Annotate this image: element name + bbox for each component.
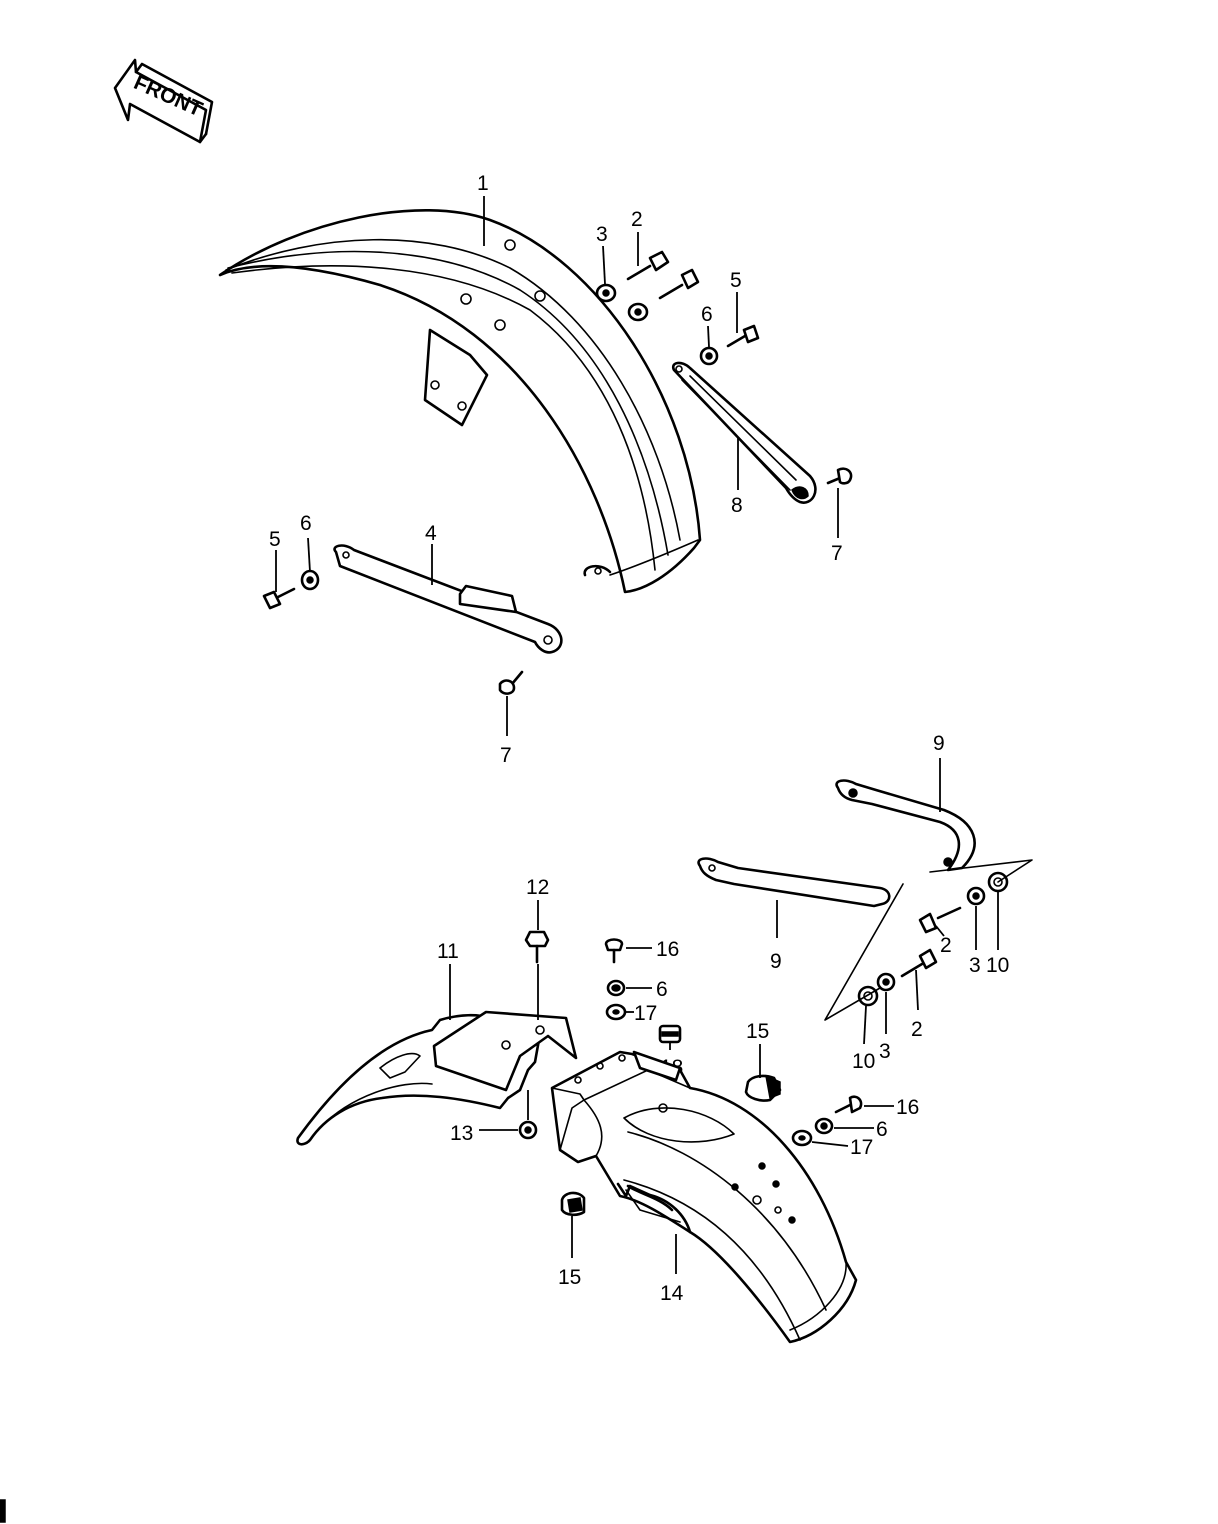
- callout-16-right: 16: [896, 1096, 919, 1119]
- bolt-16-right: [834, 1095, 863, 1114]
- bolt-12: [524, 930, 550, 964]
- rear-fender-14: [550, 1050, 858, 1344]
- callout-15-right: 15: [746, 1020, 769, 1043]
- bolt-16-top: [604, 938, 624, 964]
- callout-6-middle: 6: [656, 978, 668, 1001]
- washer-top-b: [627, 302, 649, 322]
- callout-17-middle: 17: [634, 1002, 657, 1025]
- callout-7-bottom: 7: [500, 744, 512, 767]
- callout-2-right-lower: 2: [911, 1018, 923, 1041]
- callout-8: 8: [731, 494, 743, 517]
- callout-13: 13: [450, 1122, 473, 1145]
- callout-2-top: 2: [631, 208, 643, 231]
- washer-17-right: [791, 1129, 813, 1147]
- nut-6-right-lower: [814, 1117, 834, 1135]
- callout-4: 4: [425, 522, 437, 545]
- washer-3-top: [595, 283, 617, 303]
- callout-7-right: 7: [831, 542, 843, 565]
- nut-13: [518, 1120, 538, 1140]
- callout-3-right-upper: 3: [969, 954, 981, 977]
- callout-11: 11: [437, 940, 459, 963]
- washer-3-right-lower: [876, 972, 896, 992]
- callout-16-top: 16: [656, 938, 679, 961]
- callout-17-right: 17: [850, 1136, 873, 1159]
- callout-10-right-upper: 10: [986, 954, 1009, 977]
- bolt-2-right-lower: [900, 948, 938, 978]
- callout-1: 1: [477, 172, 489, 195]
- callout-12: 12: [526, 876, 549, 899]
- washer-10-right-upper: [987, 871, 1009, 893]
- nut-6-left: [300, 569, 320, 591]
- callout-3-top: 3: [596, 223, 608, 246]
- bolt-2-upper-a: [626, 250, 670, 281]
- callout-6-right-lower: 6: [876, 1118, 888, 1141]
- callout-6-right: 6: [701, 303, 713, 326]
- bolt-5-left: [262, 587, 296, 610]
- callout-3-right-lower: 3: [879, 1040, 891, 1063]
- grommet-18: [658, 1024, 682, 1044]
- cap-15-right: [744, 1074, 782, 1102]
- page-edge-mark: [0, 1499, 6, 1523]
- callout-5-right: 5: [730, 269, 742, 292]
- callout-6-left: 6: [300, 512, 312, 535]
- fender-stay-4: [333, 544, 563, 654]
- bolt-5-right: [726, 324, 760, 348]
- rear-fender-front-11: [296, 1010, 578, 1146]
- callout-2-right-upper: 2: [940, 934, 952, 957]
- callout-10-right-lower: 10: [852, 1050, 875, 1073]
- bolt-2-upper-b: [658, 268, 700, 300]
- washer-17-middle: [605, 1003, 627, 1021]
- callout-5-left: 5: [269, 528, 281, 551]
- grab-bar-9-upper: [835, 779, 976, 872]
- front-fender: [218, 209, 702, 594]
- cap-15-left: [560, 1191, 586, 1217]
- fender-stay-8: [671, 361, 817, 504]
- callout-14: 14: [660, 1282, 684, 1305]
- screw-7-bottom: [498, 670, 524, 695]
- grab-bar-9-lower: [697, 857, 891, 908]
- nut-6-middle: [606, 979, 626, 997]
- front-direction-arrow: FRONT: [113, 58, 214, 144]
- callout-9-lower: 9: [770, 950, 782, 973]
- bolt-2-right-upper: [918, 906, 962, 934]
- screw-7-right: [826, 467, 853, 485]
- callout-9-upper: 9: [933, 732, 945, 755]
- washer-10-right-lower: [857, 985, 879, 1007]
- callout-15-left: 15: [558, 1266, 581, 1289]
- washer-3-right-upper: [966, 886, 986, 906]
- nut-6-right: [699, 346, 719, 366]
